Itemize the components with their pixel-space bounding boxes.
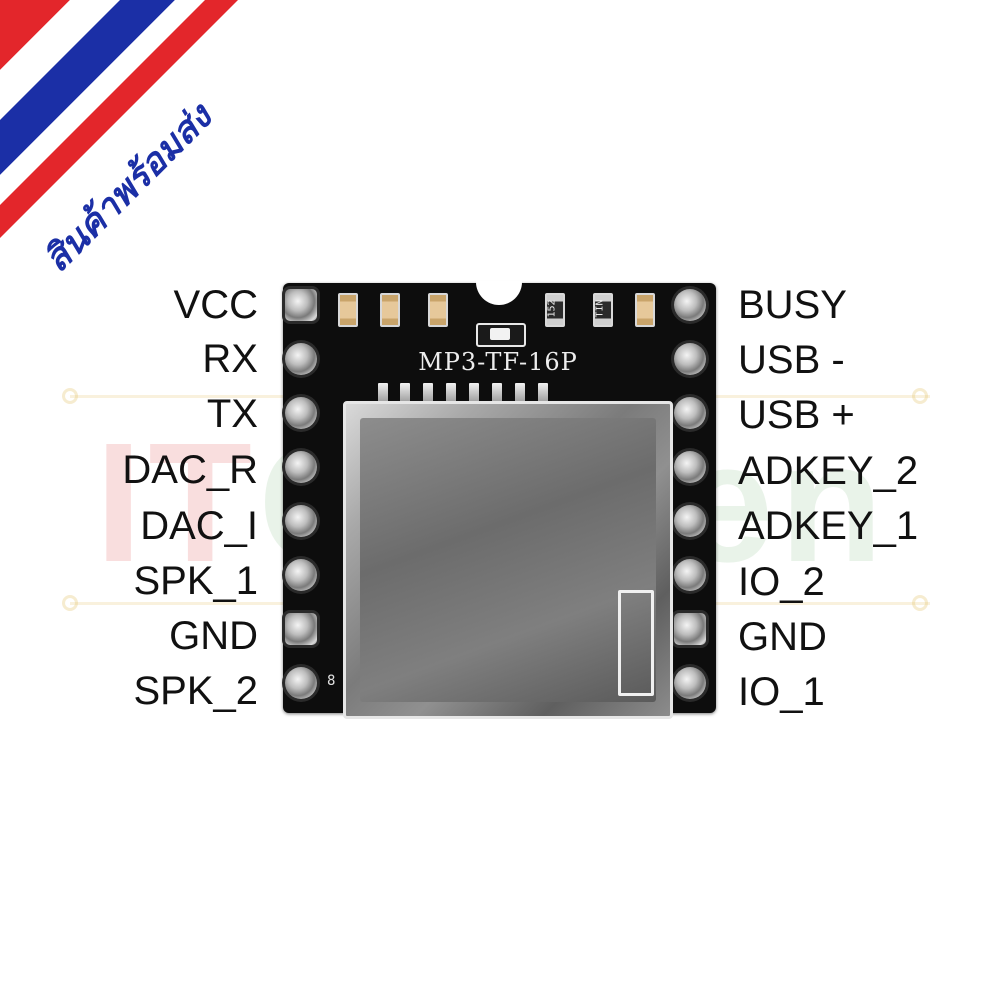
watermark-text-left: IT [95,408,259,598]
pin-label-dac-i: DAC_I [140,504,258,548]
pin-left-2 [285,343,317,375]
board-notch [476,281,522,305]
pin-right-1 [674,289,706,321]
pin-label-adkey-1: ADKEY_1 [738,504,919,548]
socket-contact [423,383,433,403]
smd-capacitor [380,293,400,327]
pin-left-6 [285,559,317,591]
watermark-dot [912,595,928,611]
socket-spring-latch [618,590,654,696]
pin-left-5 [285,505,317,537]
pin-label-usb-plus: USB + [738,393,855,437]
pin-label-adkey-2: ADKEY_2 [738,449,919,493]
pin-label-io-1: IO_1 [738,670,825,714]
socket-contact [400,383,410,403]
socket-contact [446,383,456,403]
smd-capacitor [338,293,358,327]
watermark-dot [62,388,78,404]
resistor-marking: TIN [594,299,606,318]
watermark-dot [912,388,928,404]
pin-label-usb-minus: USB - [738,338,845,382]
pin-label-dac-r: DAC_R [122,448,258,492]
pin-label-vcc: VCC [173,283,258,327]
pin-right-3 [674,397,706,429]
smd-capacitor [428,293,448,327]
pin-label-rx: RX [202,337,258,381]
pin-right-8 [674,667,706,699]
pin-right-4 [674,451,706,483]
socket-contact [378,383,388,403]
pin-label-tx: TX [206,392,258,436]
pin-right-6 [674,559,706,591]
pin-left-3 [285,397,317,429]
pin-label-io-2: IO_2 [738,560,825,604]
mp3-module-board: 152 TIN MP3-TF-16P 8 [283,281,716,719]
socket-contact [469,383,479,403]
pin-left-1 [285,289,317,321]
pin-right-7 [674,613,706,645]
socket-contact [492,383,502,403]
pin-label-spk-2: SPK_2 [133,669,258,713]
smd-capacitor [635,293,655,327]
smd-resistor [593,293,613,327]
socket-shield [360,418,656,702]
pin-label-gnd-right: GND [738,615,827,659]
watermark-dot [62,595,78,611]
status-led [476,323,526,347]
resistor-marking: 152 [546,299,558,318]
socket-contact [515,383,525,403]
pin-right-2 [674,343,706,375]
pin-left-4 [285,451,317,483]
pin-label-busy: BUSY [738,283,847,327]
pin-label-spk-1: SPK_1 [133,559,258,603]
pin-left-8 [285,667,317,699]
pin-label-gnd-left: GND [169,614,258,658]
pin-left-7 [285,613,317,645]
banner-red-stripe-bottom [0,0,238,238]
pin-right-5 [674,505,706,537]
pin-number-marking: 8 [327,673,336,689]
socket-contact [538,383,548,403]
smd-resistor [545,293,565,327]
microsd-card-socket[interactable] [343,401,673,719]
board-silkscreen: MP3-TF-16P [418,348,578,376]
